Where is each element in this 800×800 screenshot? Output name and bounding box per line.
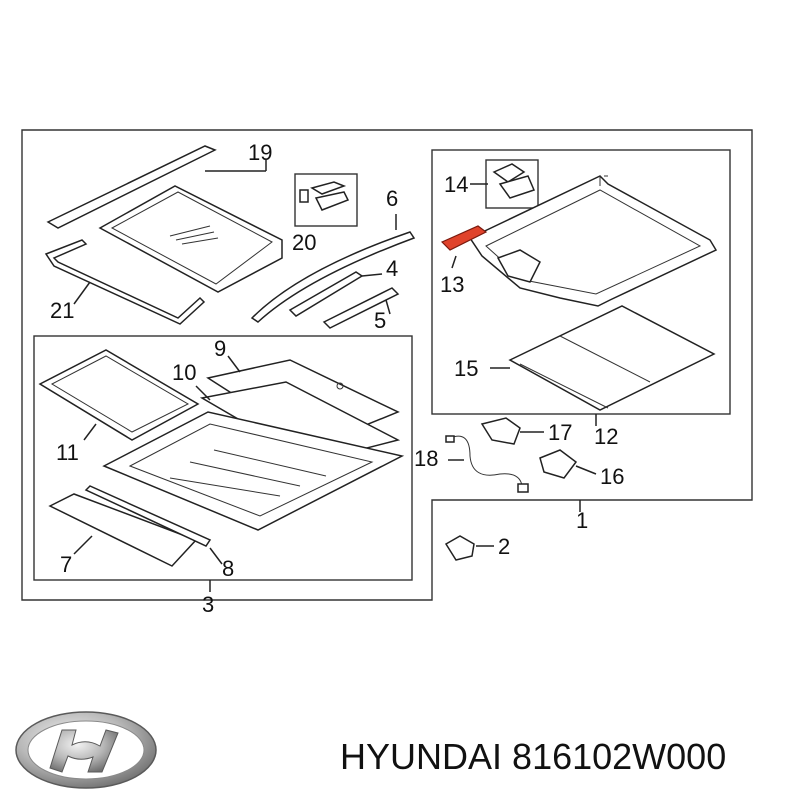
callout-18: 18 [414, 446, 438, 471]
callout-15: 15 [454, 356, 478, 381]
callout-5: 5 [374, 308, 386, 333]
part-caption: HYUNDAI 816102W000 [340, 732, 790, 782]
callout-3: 3 [202, 592, 214, 617]
part-19-glass-panel [46, 145, 283, 293]
part-18-harness [445, 435, 529, 493]
part-6-side-rail [250, 214, 416, 323]
part-13-bracket-highlighted [440, 225, 488, 269]
callout-20: 20 [292, 230, 316, 255]
callout-11: 11 [56, 440, 79, 465]
callout-8: 8 [222, 556, 234, 581]
hyundai-logo-icon [15, 711, 157, 789]
part-17-motor [480, 417, 544, 445]
callout-6: 6 [386, 186, 398, 211]
group-box-12 [431, 149, 731, 415]
callout-2: 2 [498, 534, 510, 559]
part-8-strip [84, 485, 223, 565]
part-12-frame [468, 175, 718, 307]
callout-16: 16 [600, 464, 624, 489]
assembly-outline-1 [21, 129, 753, 601]
callout-10: 10 [172, 360, 196, 385]
part-number: 816102W000 [512, 736, 727, 777]
group-box-20 [294, 173, 358, 227]
callout-7: 7 [60, 552, 72, 577]
callout-17: 17 [548, 420, 572, 445]
roof-body-structure [102, 411, 405, 531]
part-21-seal [44, 239, 206, 325]
group-box-3 [33, 335, 413, 581]
part-4-strip [288, 271, 383, 317]
part-20-clip [299, 181, 350, 211]
brand-name: HYUNDAI [340, 736, 503, 777]
callout-4: 4 [386, 256, 398, 281]
callout-14: 14 [444, 172, 468, 197]
part-5-strip [322, 287, 400, 329]
callout-9: 9 [214, 336, 226, 361]
callout-1: 1 [576, 508, 588, 533]
callout-19: 19 [248, 140, 272, 165]
callout-12: 12 [594, 424, 618, 449]
callout-21: 21 [50, 298, 74, 323]
callout-13: 13 [440, 272, 464, 297]
part-11-glass [38, 349, 200, 441]
part-15-sunshade [490, 305, 716, 411]
part-14-clip [470, 163, 536, 199]
part-16-bracket [539, 449, 597, 479]
part-2-clip [444, 535, 494, 561]
